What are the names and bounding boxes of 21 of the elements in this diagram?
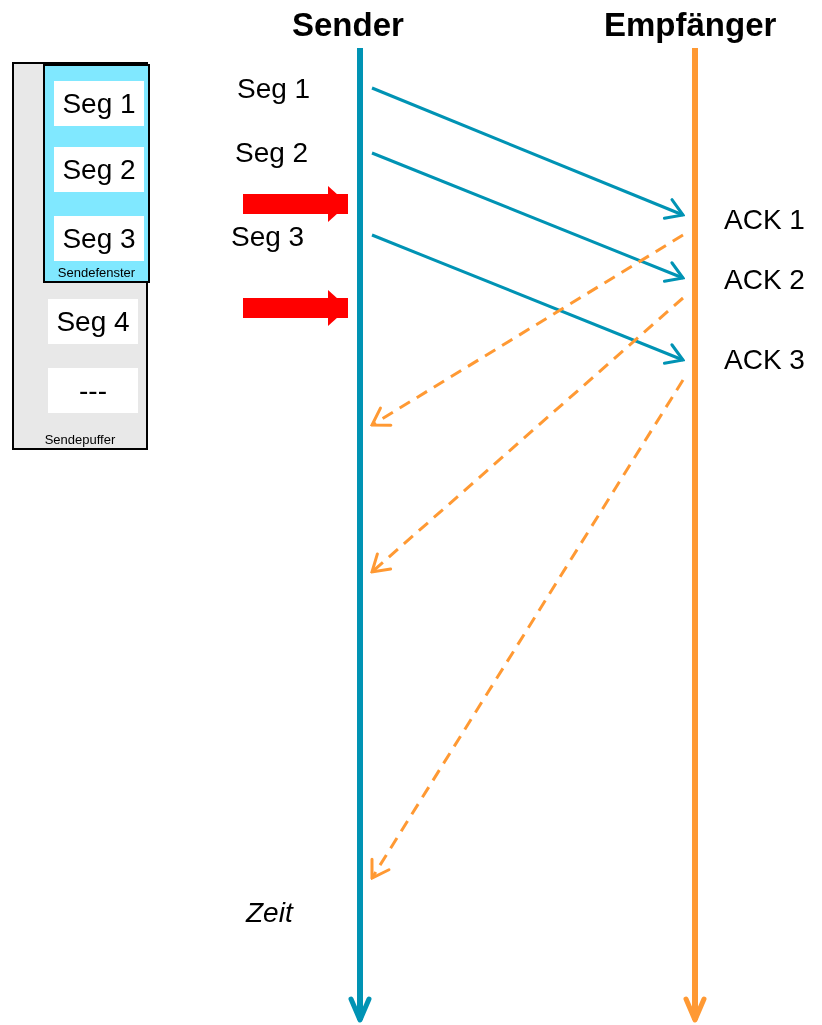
- segment-cell: Seg 1: [54, 81, 144, 126]
- message-arrow: [371, 151, 685, 283]
- participant-heading: Empfänger: [604, 6, 777, 44]
- segment-cell: Seg 2: [54, 147, 144, 192]
- segment-cell: ---: [48, 368, 138, 413]
- message-arrow: [371, 86, 685, 220]
- ack-arrow: [370, 379, 685, 880]
- segment-cell: Seg 4: [48, 299, 138, 344]
- lifeline: [348, 48, 372, 1023]
- window-panel: [43, 64, 150, 283]
- panel-title: Sendefenster: [56, 266, 137, 280]
- segment-cell: Seg 3: [54, 216, 144, 261]
- pointer-arrow: [243, 186, 348, 222]
- participant-heading: Sender: [292, 6, 404, 44]
- lifeline: [683, 48, 707, 1023]
- buffer-panel: [12, 62, 148, 450]
- panel-title: Sendepuffer: [43, 433, 117, 447]
- ack-arrow: [370, 233, 684, 427]
- pointer-arrow: [243, 290, 348, 326]
- ack-arrow: [370, 296, 684, 574]
- message-arrow: [371, 233, 685, 365]
